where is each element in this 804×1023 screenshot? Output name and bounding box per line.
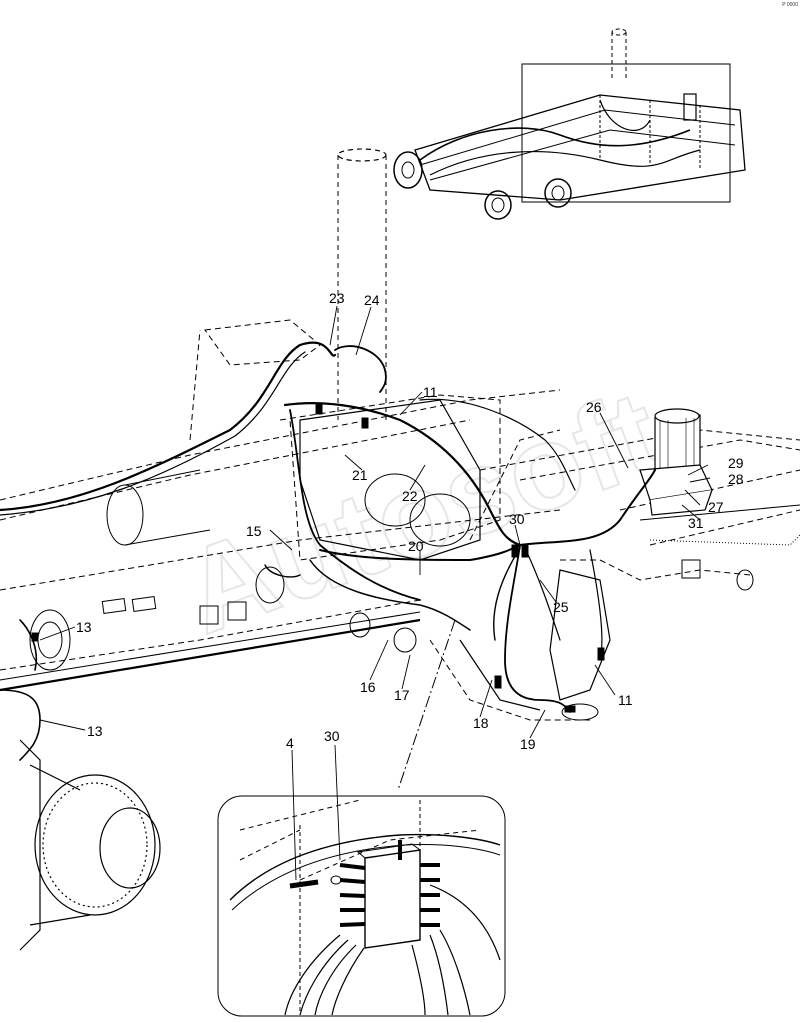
callout-13-upper: 13 <box>76 619 92 635</box>
callout-25: 25 <box>553 599 569 615</box>
background-cylinder <box>337 148 387 400</box>
callout-4: 4 <box>286 735 294 751</box>
detail-leader <box>397 619 456 791</box>
motor <box>639 408 713 516</box>
callout-19: 19 <box>520 736 536 752</box>
callout-24: 24 <box>364 292 380 308</box>
callout-15: 15 <box>246 523 262 539</box>
callout-30-main: 30 <box>509 511 525 527</box>
callout-23: 23 <box>329 290 345 306</box>
callout-20: 20 <box>408 538 424 554</box>
detail-frame <box>217 795 506 1017</box>
corner-mark: P 0000 <box>782 2 798 8</box>
leader-lines <box>39 305 711 881</box>
chassis-solid <box>0 399 801 721</box>
callout-11-lower: 11 <box>618 692 633 708</box>
callout-18: 18 <box>473 715 489 731</box>
callout-labels: 23 24 11 21 22 30 15 20 25 13 16 17 11 1… <box>76 290 744 752</box>
callout-16: 16 <box>360 679 376 695</box>
callout-27: 27 <box>708 499 724 515</box>
wheel-hub <box>19 739 161 951</box>
callout-11-upper: 11 <box>423 384 438 400</box>
callout-21: 21 <box>352 467 368 483</box>
callout-28: 28 <box>728 471 744 487</box>
callout-30-detail: 30 <box>324 728 340 744</box>
callout-31: 31 <box>688 515 704 531</box>
detail-inset <box>217 795 506 1017</box>
overview-inset <box>337 28 746 420</box>
callout-26: 26 <box>586 399 602 415</box>
connectors <box>31 403 605 713</box>
callout-29: 29 <box>728 455 744 471</box>
wiring-harness <box>0 341 656 761</box>
callout-22: 22 <box>402 488 418 504</box>
callout-17: 17 <box>394 687 410 703</box>
callout-13-lower: 13 <box>87 723 103 739</box>
